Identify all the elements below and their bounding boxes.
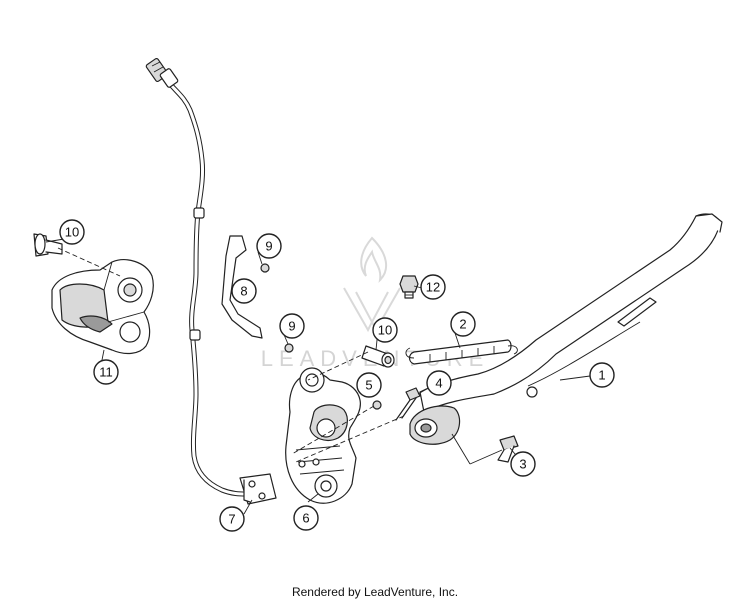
sensor-cable (145, 57, 249, 497)
part-10-pin-left (33, 233, 63, 257)
part-12-bolt (399, 275, 419, 299)
callout-10-right: 10 (372, 317, 398, 343)
part-1-side-stand-leg (409, 213, 723, 445)
callout-7-label: 7 (228, 512, 235, 527)
callouts: 1 2 3 4 5 6 7 8 (59, 219, 615, 532)
part-9-screw-bottom (284, 343, 294, 353)
footer-credit: Rendered by LeadVenture, Inc. (291, 585, 459, 599)
callout-9-top-label: 9 (265, 239, 272, 254)
callout-10-left-label: 10 (65, 225, 79, 240)
part-6-side-stand-bracket (285, 367, 361, 504)
callout-9-bottom: 9 (279, 313, 305, 339)
callout-1-label: 1 (598, 368, 605, 383)
callout-5: 5 (356, 372, 382, 398)
callout-10-right-label: 10 (378, 323, 392, 338)
part-2-spring (405, 339, 518, 365)
callout-8: 8 (231, 278, 257, 304)
callout-9-top: 9 (256, 233, 282, 259)
watermark-flame-icon (360, 236, 388, 283)
callout-4-label: 4 (435, 376, 442, 391)
part-7-switch-bracket (239, 473, 277, 505)
callout-9-bottom-label: 9 (288, 319, 295, 334)
part-11-housing (51, 259, 154, 355)
callout-11-label: 11 (99, 365, 113, 380)
part-4-screw (395, 387, 421, 421)
part-8-plate (221, 235, 263, 339)
callout-12: 12 (420, 274, 446, 300)
callout-2: 2 (450, 311, 476, 337)
callout-6-label: 6 (302, 511, 309, 526)
callout-11: 11 (93, 359, 119, 385)
callout-12-label: 12 (426, 280, 440, 295)
callout-8-label: 8 (240, 284, 247, 299)
callout-10-left: 10 (59, 219, 85, 245)
part-3-bolt (497, 435, 519, 463)
callout-3-label: 3 (519, 457, 526, 472)
callout-1: 1 (589, 362, 615, 388)
cable-connector (145, 57, 179, 88)
callout-2-label: 2 (459, 317, 466, 332)
part-5-screw (372, 400, 382, 410)
part-9-screw-top (260, 263, 270, 273)
callout-4: 4 (426, 370, 452, 396)
callout-7: 7 (219, 506, 245, 532)
callout-5-label: 5 (365, 378, 372, 393)
callout-6: 6 (293, 505, 319, 531)
callout-3: 3 (510, 451, 536, 477)
part-10-pin-right (361, 345, 395, 368)
